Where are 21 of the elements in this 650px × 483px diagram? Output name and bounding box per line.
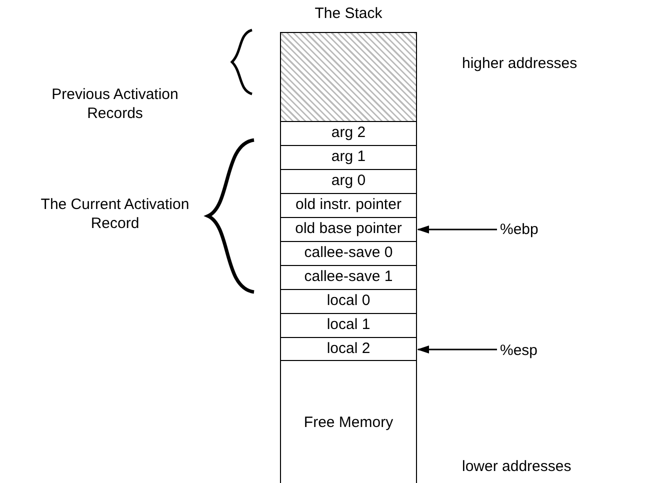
note-label: higher addresses (462, 54, 578, 73)
hatched-block (280, 32, 417, 122)
stack-cell: local 0 (280, 289, 417, 314)
note-label: lower addresses (462, 457, 572, 476)
pointer-label: %esp (500, 341, 540, 359)
pointer-label: %ebp (500, 220, 540, 238)
stack-cell: arg 0 (280, 169, 417, 194)
stack-cell: callee-save 1 (280, 265, 417, 290)
stack-cell: arg 2 (280, 121, 417, 146)
stack-cell: local 1 (280, 313, 417, 338)
stack-cell: old base pointer (280, 217, 417, 242)
diagram-title: The Stack (314, 4, 384, 23)
free-memory-region: Free Memory (280, 360, 417, 483)
arrow (417, 226, 497, 234)
stack-cell: arg 1 (280, 145, 417, 170)
note-label: Previous Activation Records (50, 85, 180, 123)
note-label: The Current Activation Record (40, 195, 190, 233)
stack-cell: old instr. pointer (280, 193, 417, 218)
stack-cell: callee-save 0 (280, 241, 417, 266)
stack-cell: local 2 (280, 337, 417, 362)
arrow (417, 346, 497, 354)
